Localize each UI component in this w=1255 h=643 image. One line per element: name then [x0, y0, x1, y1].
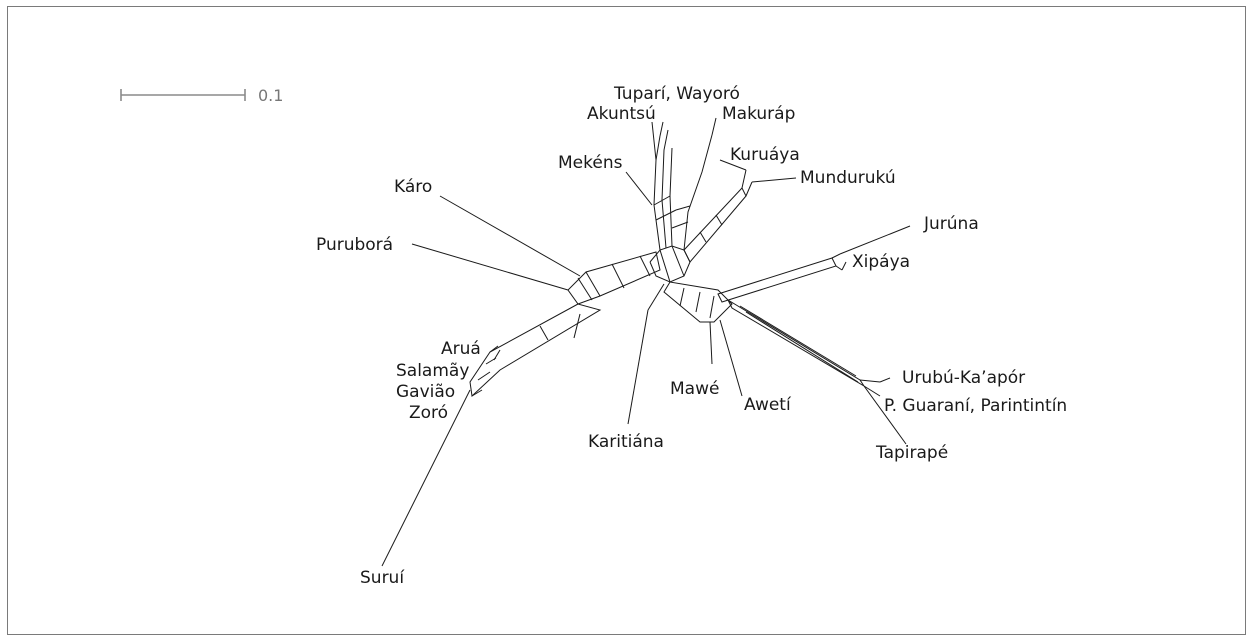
branch-makurap — [683, 134, 713, 251]
scale-bar-label: 0.1 — [258, 86, 283, 105]
leader-karo — [439, 195, 581, 277]
label-urubu: Urubú-Ka’apór — [902, 368, 1025, 388]
band-juruna — [717, 257, 837, 303]
label-akuntsu: Akuntsú — [587, 104, 656, 124]
label-kuruaya: Kuruáya — [730, 145, 800, 165]
split-tm-1 — [539, 325, 549, 341]
tip-guarani — [863, 385, 881, 397]
label-munduruku: Mundurukú — [800, 168, 896, 188]
tg-inner-1 — [739, 305, 857, 377]
tip-salamay — [485, 357, 497, 365]
tip-gaviao — [477, 371, 491, 381]
split-rl-2 — [695, 291, 701, 313]
leader-akuntsu — [651, 121, 657, 161]
leader-surui — [381, 389, 471, 567]
core-split-1 — [659, 249, 671, 283]
leader-munduruku — [751, 177, 797, 183]
split-rl-3 — [709, 295, 715, 319]
tip-urubu — [859, 379, 881, 383]
figure-frame — [7, 6, 1246, 635]
tip-juruna — [831, 253, 841, 259]
leader-aweti — [719, 319, 743, 397]
leader-lines — [381, 117, 911, 567]
tip-arua — [489, 345, 499, 353]
split-upper-2 — [655, 209, 677, 221]
leader-tupari — [659, 121, 664, 137]
leader-mawe — [709, 321, 713, 365]
label-gaviao: Gavião — [396, 382, 455, 402]
label-aweti: Awetí — [744, 395, 792, 415]
split-upper-4 — [671, 221, 689, 229]
leader-urubu — [879, 377, 891, 383]
branch-munduruku-tip — [745, 181, 753, 197]
label-purubora: Puruborá — [316, 235, 393, 255]
split-upper-1 — [653, 195, 671, 206]
label-mawe: Mawé — [670, 379, 719, 399]
core-split-2 — [671, 245, 685, 277]
leader-kuruaya — [719, 159, 747, 171]
taxon-labels: Tuparí, Wayoró Akuntsú Makuráp Mekéns Ku… — [316, 84, 1067, 588]
core-hub — [649, 245, 691, 283]
leader-karitiana — [627, 309, 649, 425]
branch-tupari-a — [661, 129, 669, 249]
label-guarani: P. Guaraní, Parintintín — [884, 396, 1067, 416]
branch-karitiana-base — [647, 283, 665, 311]
split-left-4 — [577, 277, 593, 301]
label-karitiana: Karitiána — [588, 432, 664, 452]
label-xipaya: Xipáya — [852, 252, 910, 272]
branch-mekens — [653, 135, 661, 251]
band-left-main — [567, 251, 661, 305]
split-upper-3 — [675, 205, 691, 211]
leader-xipaya — [841, 261, 847, 271]
leader-purubora — [411, 243, 569, 291]
split-left-3 — [639, 255, 651, 277]
split-kur-2 — [715, 214, 723, 226]
split-tm-2 — [573, 313, 581, 339]
tip-xipaya — [835, 265, 843, 271]
tip-zoro — [471, 389, 483, 397]
leader-juruna — [839, 225, 911, 255]
leader-tapirape — [863, 385, 907, 445]
split-left-1 — [585, 271, 601, 297]
label-makurap: Makuráp — [722, 104, 795, 124]
band-kuruaya — [683, 187, 747, 263]
label-salamay: Salamãy — [396, 361, 469, 381]
label-arua: Aruá — [441, 339, 481, 359]
band-right-lower — [663, 281, 733, 323]
label-mekens: Mekéns — [558, 153, 623, 173]
leader-makurap — [711, 117, 717, 136]
branch-kuruaya-tip — [741, 169, 747, 189]
leader-mekens — [625, 171, 653, 206]
label-surui: Suruí — [360, 568, 405, 588]
split-kur-1 — [699, 231, 707, 243]
tg-inner-2 — [745, 311, 859, 383]
scale-bar: 0.1 — [120, 86, 283, 105]
band-tupi-monde — [469, 303, 602, 398]
label-karo: Káro — [394, 177, 432, 197]
split-left-2 — [611, 263, 625, 289]
label-tapirape: Tapirapé — [875, 443, 948, 463]
label-jaruna: Jurúna — [923, 214, 979, 234]
label-zoro: Zoró — [409, 403, 448, 423]
split-rl-1 — [679, 287, 685, 307]
label-tupari-wayoro: Tuparí, Wayoró — [613, 84, 740, 104]
branch-tupari-b — [669, 147, 673, 247]
